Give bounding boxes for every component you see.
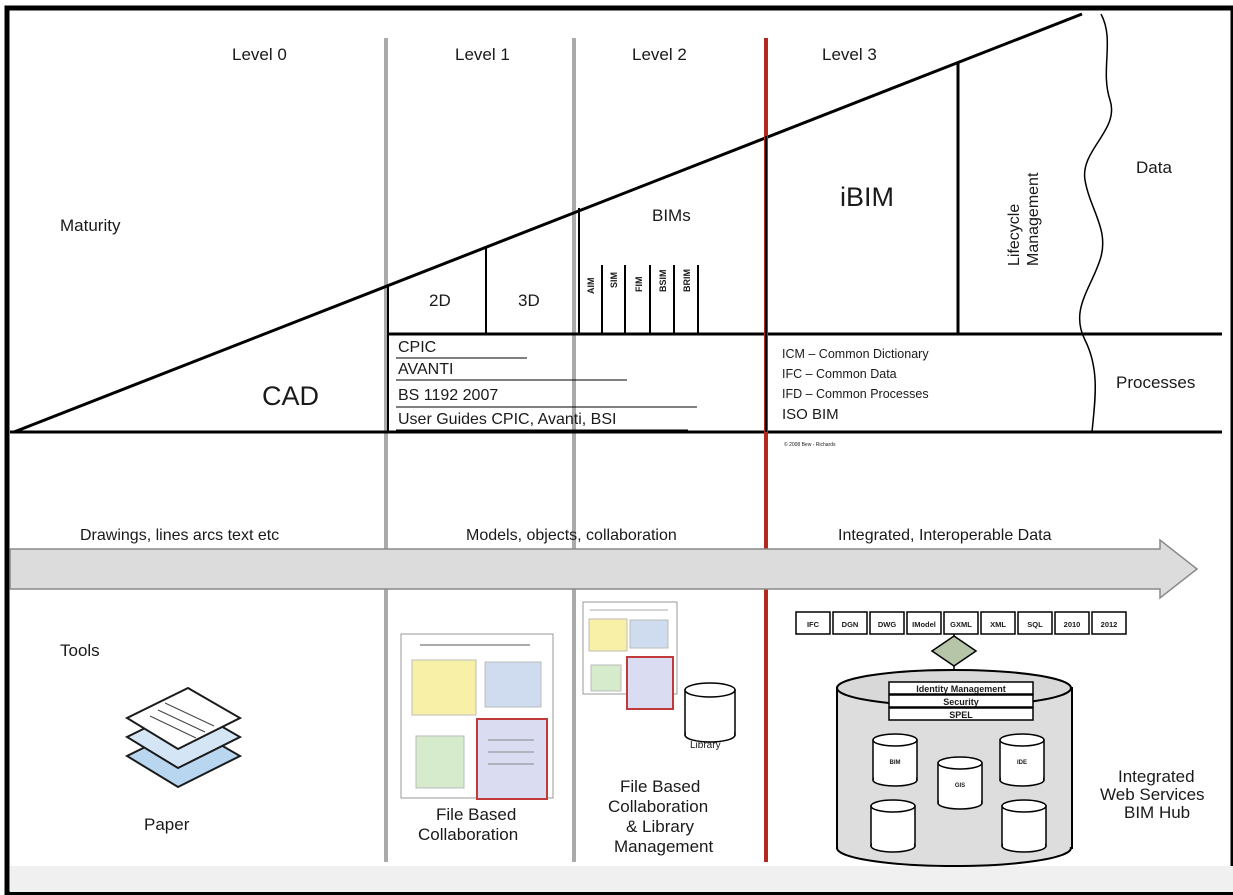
hub-db-2: IDE: [999, 733, 1045, 787]
arrow-label-2: Integrated, Interoperable Data: [838, 527, 1052, 544]
tools-label: Tools: [60, 641, 100, 660]
format-box-5: [980, 611, 1016, 635]
paper-label: Paper: [144, 815, 190, 834]
format-box-0: [795, 611, 831, 635]
library-label: Library: [690, 740, 721, 751]
bim-item-fim: FIM: [634, 277, 644, 293]
level1-document-thumbnail: [400, 633, 554, 800]
level2-tool-line3: & Library: [626, 817, 695, 836]
hub-label-line2: Web Services: [1100, 785, 1205, 804]
level2-document-thumbnail: [582, 601, 678, 710]
hub-db-4: [1001, 799, 1047, 853]
format-label-5: XML: [990, 620, 1006, 629]
box-2d-label: 2D: [429, 291, 451, 310]
bim-item-bsim: BSIM: [658, 270, 668, 293]
bim-item-brim: BRIM: [682, 269, 692, 292]
process-l1-0: CPIC: [398, 339, 436, 356]
box-3d-label: 3D: [518, 291, 540, 310]
bottom-strip: [10, 866, 1233, 892]
lifecycle-label-1: Lifecycle: [1006, 204, 1023, 266]
copyright-note: © 2008 Bew - Richards: [784, 441, 836, 448]
cad-label: CAD: [262, 381, 319, 411]
format-box-6: [1017, 611, 1053, 635]
bims-title: BIMs: [652, 206, 691, 225]
arrow-label-1: Models, objects, collaboration: [466, 527, 677, 544]
level1-tool-line1: File Based: [436, 805, 516, 824]
level-0-label: Level 0: [232, 45, 287, 64]
ibim-label: iBIM: [840, 182, 894, 212]
process-l3-2: IFD – Common Processes: [782, 387, 929, 401]
hub-label-line1: Integrated: [1118, 767, 1195, 786]
process-l3-3: ISO BIM: [782, 406, 839, 423]
lifecycle-label-2: Management: [1025, 172, 1042, 266]
format-label-6: SQL: [1027, 620, 1043, 629]
hub-db-label-1: GIS: [955, 783, 965, 789]
hub-layer-0: Identity Management: [916, 684, 1006, 694]
process-l1-2: BS 1192 2007: [398, 387, 498, 404]
maturity-slope: [13, 12, 1083, 434]
format-box-7: [1054, 611, 1090, 635]
level-1-label: Level 1: [455, 45, 510, 64]
hub-label-line3: BIM Hub: [1124, 803, 1190, 822]
format-label-1: DGN: [842, 620, 859, 629]
process-l1-1: AVANTI: [398, 361, 453, 378]
maturity-label: Maturity: [60, 216, 121, 235]
processes-label: Processes: [1116, 373, 1195, 392]
hub-databases: BIM GIS IDE: [870, 733, 1047, 853]
hub-layer-2: SPEL: [949, 710, 973, 720]
format-label-2: DWG: [878, 620, 896, 629]
connector-diamond: [930, 634, 978, 684]
level-2-label: Level 2: [632, 45, 687, 64]
process-l3-0: ICM – Common Dictionary: [782, 347, 929, 361]
format-label-0: IFC: [807, 620, 820, 629]
progress-arrow: [9, 538, 1199, 600]
format-box-1: [832, 611, 868, 635]
hub-db-label-0: BIM: [890, 760, 901, 766]
process-l1-3: User Guides CPIC, Avanti, BSI: [398, 411, 616, 428]
format-box-3: [906, 611, 942, 635]
hub-db-1: GIS: [937, 756, 983, 810]
format-box-2: [869, 611, 905, 635]
hub-db-label-2: IDE: [1017, 760, 1027, 766]
level2-tool-line1: File Based: [620, 777, 700, 796]
level1-tool-line2: Collaboration: [418, 825, 518, 844]
level-3-label: Level 3: [822, 45, 877, 64]
format-label-8: 2012: [1101, 620, 1118, 629]
level2-tool-line2: Collaboration: [608, 797, 708, 816]
wavy-edge: [1078, 13, 1113, 433]
format-label-3: IModel: [912, 620, 936, 629]
level2-tool-line4: Management: [614, 837, 714, 856]
paper-icon: [124, 686, 243, 789]
format-box-8: [1091, 611, 1127, 635]
format-label-4: GXML: [950, 620, 972, 629]
process-l3-1: IFC – Common Data: [782, 367, 897, 381]
bim-item-aim: AIM: [586, 278, 596, 295]
hub-layer-1: Security: [943, 697, 979, 707]
hub-db-0: BIM: [872, 733, 918, 787]
data-label: Data: [1136, 158, 1172, 177]
library-database-icon: [684, 682, 736, 743]
bims-items: AIM SIM FIM BSIM BRIM: [586, 269, 692, 294]
bim-item-sim: SIM: [609, 272, 619, 288]
format-strip: IFC DGN DWG IModel GXML XML SQL 2010 2012: [795, 611, 1127, 635]
hub-layer-stack: [888, 681, 1034, 721]
arrow-label-0: Drawings, lines arcs text etc: [80, 527, 279, 544]
format-label-7: 2010: [1064, 620, 1081, 629]
hub-db-3: [870, 799, 916, 853]
bims-slots: [601, 265, 699, 334]
format-box-4: [943, 611, 979, 635]
